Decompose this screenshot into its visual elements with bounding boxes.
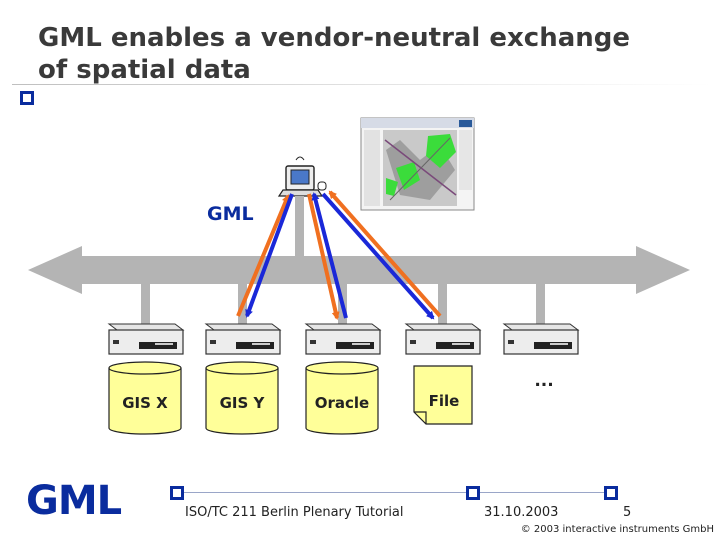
data-store-3: File [413,365,473,425]
exchange-arrow-2 [307,193,340,320]
server-icon [304,323,382,355]
footer-marker-mid-icon [466,486,480,500]
server-row [107,323,580,355]
title-line-2: of spatial data [38,55,251,85]
data-store-label: GIS X [122,394,168,412]
data-store-label: File [429,392,460,410]
footer-marker-left-icon [170,486,184,500]
exchange-arrows [236,190,442,320]
client-computer-icon [277,156,327,197]
data-bus-arrow [28,246,690,294]
gml-exchange-label: GML [207,203,254,225]
slide-title: GML enables a vendor-neutral exchange of… [38,22,698,86]
exchange-arrow-3 [311,192,348,319]
server-connector-4 [536,284,545,326]
more-sources-label: ... [534,371,553,391]
server-icon [204,323,282,355]
footer-copyright: © 2003 interactive instruments GmbH [520,524,714,535]
title-line-1: GML enables a vendor-neutral exchange [38,23,631,53]
footer-event: ISO/TC 211 Berlin Plenary Tutorial [185,505,404,520]
server-connector-3 [438,284,447,326]
footer-page-number: 5 [623,505,632,520]
server-icon [107,323,185,355]
footer-date: 31.10.2003 [484,505,559,520]
map-viewer-screenshot [360,117,475,211]
data-store-label: Oracle [315,394,369,412]
exchange-arrow-4 [321,192,435,320]
data-store-2: Oracle [305,361,379,435]
server-icon [404,323,482,355]
footer-marker-right-icon [604,486,618,500]
gml-logo: GML [26,478,122,524]
exchange-arrow-5 [328,190,442,318]
data-store-0: GIS X [108,361,182,435]
data-store-label: GIS Y [220,394,266,412]
server-connector-0 [141,284,150,326]
exchange-arrow-0 [236,194,290,317]
title-marker-icon [20,91,34,105]
data-stores: GIS X GIS Y Oracle File... [108,361,554,435]
exchange-arrow-1 [245,193,294,318]
title-underline [12,84,712,85]
data-store-1: GIS Y [205,361,279,435]
client-connector [295,196,304,256]
server-icon [502,323,580,355]
footer-divider [178,492,610,493]
